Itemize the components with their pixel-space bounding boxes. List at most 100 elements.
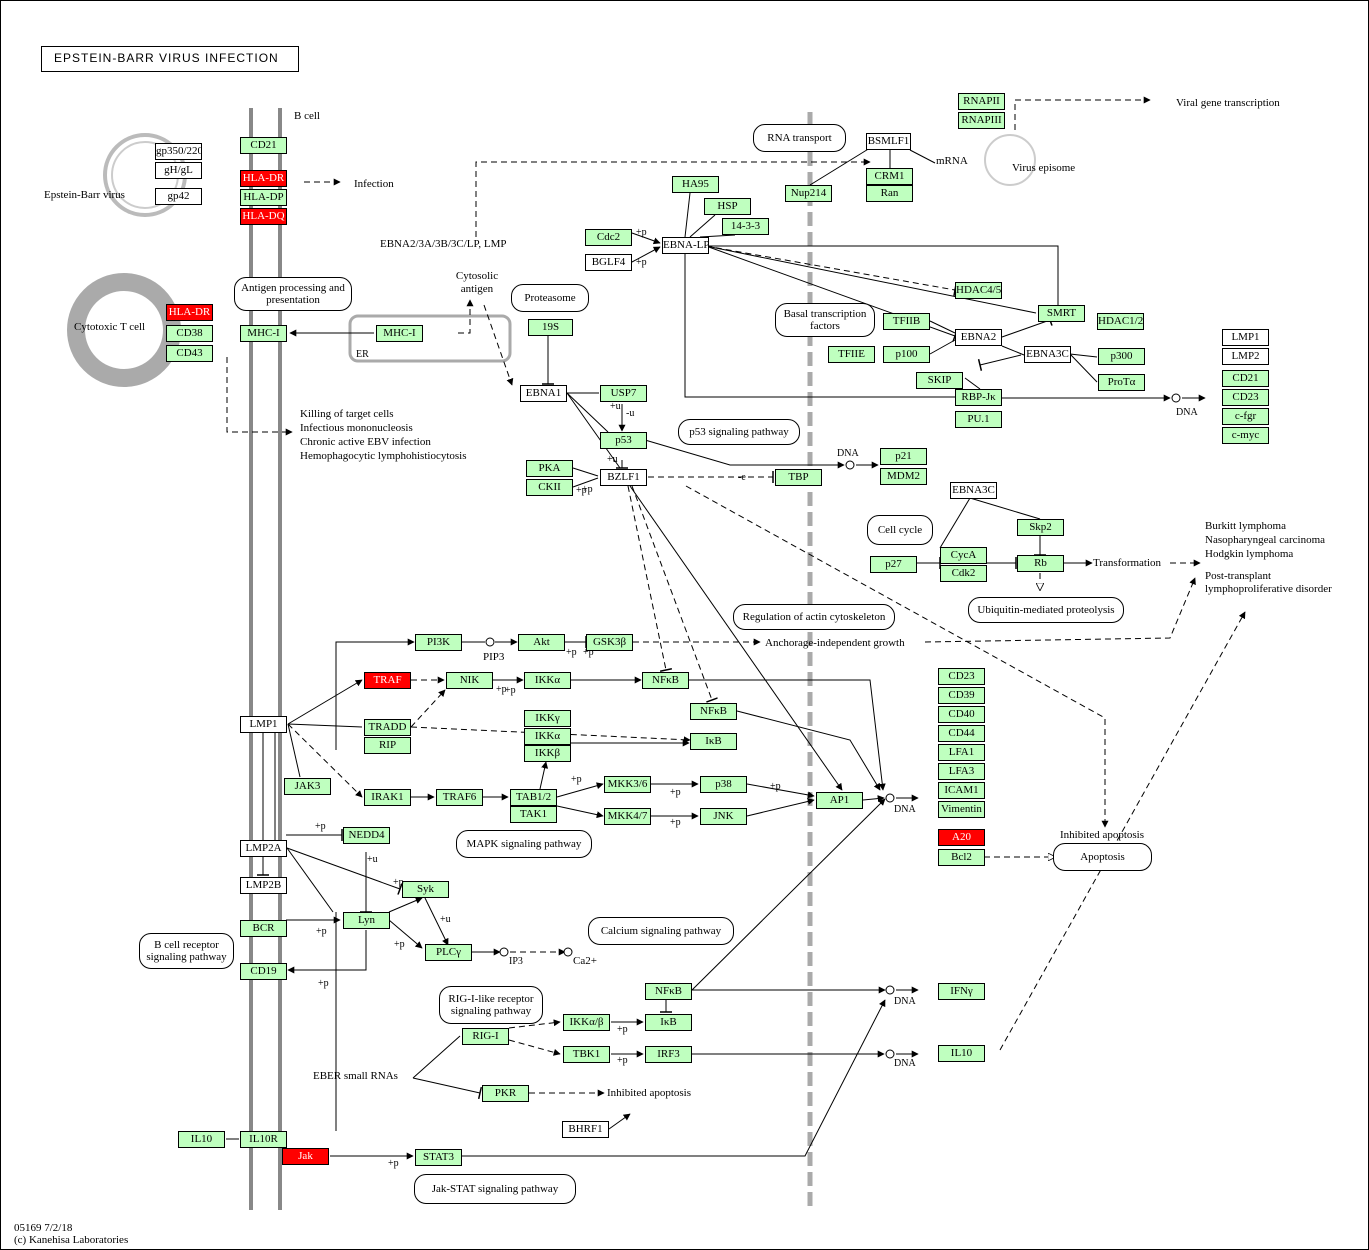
gene-node-smrt[interactable]: SMRT (1038, 305, 1085, 322)
gene-node-tbp[interactable]: TBP (775, 469, 822, 486)
gene-node-cd23[interactable]: CD23 (938, 668, 985, 685)
gene-node-pi3k[interactable]: PI3K (415, 634, 462, 651)
gene-node-p300[interactable]: p300 (1098, 348, 1145, 365)
gene-node-cd21[interactable]: CD21 (240, 137, 287, 154)
pathway-link-regulation-of-actin-cytoskeleton[interactable]: Regulation of actin cytoskeleton (733, 604, 895, 630)
gene-node-ckii[interactable]: CKII (526, 479, 573, 496)
pathway-link-apoptosis[interactable]: Apoptosis (1053, 843, 1152, 871)
gene-node-ebna3c[interactable]: EBNA3C (1024, 346, 1071, 363)
pathway-link-proteasome[interactable]: Proteasome (511, 284, 589, 312)
gene-node-lmp2a[interactable]: LMP2A (240, 840, 287, 857)
gene-node-prot-[interactable]: ProTα (1098, 374, 1145, 391)
gene-node-p53[interactable]: p53 (600, 432, 647, 449)
pathway-link-p53-signaling-pathway[interactable]: p53 signaling pathway (678, 419, 800, 445)
gene-node-p21[interactable]: p21 (880, 448, 927, 465)
gene-node-bcr[interactable]: BCR (240, 920, 287, 937)
gene-node-il10[interactable]: IL10 (938, 1045, 985, 1062)
gene-node-rnapii[interactable]: RNAPII (958, 93, 1005, 110)
gene-node-mdm2[interactable]: MDM2 (880, 468, 927, 485)
gene-node-nf-b[interactable]: NFκB (642, 672, 689, 689)
gene-node-cd21[interactable]: CD21 (1222, 370, 1269, 387)
gene-node-pka[interactable]: PKA (526, 460, 573, 477)
gene-node-nup214[interactable]: Nup214 (785, 185, 832, 202)
gene-node-hla-dp[interactable]: HLA-DP (240, 189, 287, 206)
gene-node-nedd4[interactable]: NEDD4 (343, 827, 390, 844)
gene-node-ebna2[interactable]: EBNA2 (955, 329, 1002, 346)
gene-node-pkr[interactable]: PKR (482, 1085, 529, 1102)
gene-node-nik[interactable]: NIK (446, 672, 493, 689)
gene-node-il10[interactable]: IL10 (178, 1131, 225, 1148)
gene-node-pu-1[interactable]: PU.1 (955, 411, 1002, 428)
gene-node-14-3-3[interactable]: 14-3-3 (722, 218, 769, 235)
gene-node-rbp-j-[interactable]: RBP-Jκ (955, 389, 1002, 406)
gene-node-cd40[interactable]: CD40 (938, 706, 985, 723)
gene-node-jak[interactable]: Jak (282, 1148, 329, 1165)
gene-node-tbk1[interactable]: TBK1 (563, 1046, 610, 1063)
gene-node-gp42[interactable]: gp42 (155, 188, 202, 205)
gene-node-ebna3c[interactable]: EBNA3C (950, 482, 997, 499)
gene-node-ebna-lp[interactable]: EBNA-LP (662, 237, 709, 254)
gene-node-cd38[interactable]: CD38 (166, 325, 213, 342)
gene-node-mhc-i[interactable]: MHC-I (376, 325, 423, 342)
gene-node-cd19[interactable]: CD19 (240, 963, 287, 980)
gene-node-cd43[interactable]: CD43 (166, 345, 213, 362)
gene-node-plc-[interactable]: PLCγ (425, 944, 472, 961)
gene-node-tfiie[interactable]: TFIIE (828, 346, 875, 363)
gene-node-p27[interactable]: p27 (870, 556, 917, 573)
gene-node-lmp1[interactable]: LMP1 (240, 716, 287, 733)
gene-node-jnk[interactable]: JNK (700, 808, 747, 825)
gene-node-rip[interactable]: RIP (364, 737, 411, 754)
gene-node-cdk2[interactable]: Cdk2 (940, 565, 987, 582)
gene-node-cd44[interactable]: CD44 (938, 725, 985, 742)
gene-node-i-b[interactable]: IκB (690, 733, 737, 750)
gene-node-gsk3-[interactable]: GSK3β (586, 634, 633, 651)
gene-node-gh-gl[interactable]: gH/gL (155, 162, 202, 179)
gene-node-traf6[interactable]: TRAF6 (436, 789, 483, 806)
gene-node-ikk-[interactable]: IKKβ (524, 745, 571, 762)
pathway-link-jak-stat-signaling-pathway[interactable]: Jak-STAT signaling pathway (414, 1174, 576, 1204)
pathway-link-calcium-signaling-pathway[interactable]: Calcium signaling pathway (588, 917, 734, 945)
gene-node-ikk-[interactable]: IKKα (524, 728, 571, 745)
gene-node-lyn[interactable]: Lyn (343, 912, 390, 929)
gene-node-lfa1[interactable]: LFA1 (938, 744, 985, 761)
pathway-link-b-cell-receptor-signaling-pathway[interactable]: B cell receptor signaling pathway (139, 933, 234, 969)
gene-node-bcl2[interactable]: Bcl2 (938, 849, 985, 866)
gene-node-nf-b[interactable]: NFκB (690, 703, 737, 720)
gene-node-usp7[interactable]: USP7 (600, 385, 647, 402)
gene-node-irak1[interactable]: IRAK1 (364, 789, 411, 806)
gene-node-bzlf1[interactable]: BZLF1 (600, 469, 647, 486)
gene-node-bsmlf1[interactable]: BSMLF1 (866, 133, 911, 150)
gene-node-mkk3-6[interactable]: MKK3/6 (604, 776, 651, 793)
gene-node-bhrf1[interactable]: BHRF1 (562, 1121, 609, 1138)
gene-node-p100[interactable]: p100 (883, 346, 930, 363)
gene-node-cd23[interactable]: CD23 (1222, 389, 1269, 406)
gene-node-irf3[interactable]: IRF3 (645, 1046, 692, 1063)
gene-node-hla-dr[interactable]: HLA-DR (166, 304, 213, 321)
gene-node-ebna1[interactable]: EBNA1 (520, 385, 567, 402)
gene-node-mkk4-7[interactable]: MKK4/7 (604, 808, 651, 825)
gene-node-ap1[interactable]: AP1 (816, 792, 863, 809)
gene-node-tak1[interactable]: TAK1 (510, 806, 557, 823)
gene-node-lfa3[interactable]: LFA3 (938, 763, 985, 780)
gene-node-a20[interactable]: A20 (938, 829, 985, 846)
gene-node-c-myc[interactable]: c-myc (1222, 427, 1269, 444)
gene-node-rb[interactable]: Rb (1017, 555, 1064, 572)
gene-node-syk[interactable]: Syk (402, 881, 449, 898)
gene-node-traf[interactable]: TRAF (364, 672, 411, 689)
gene-node-akt[interactable]: Akt (518, 634, 565, 651)
gene-node-ha95[interactable]: HA95 (672, 176, 719, 193)
gene-node-ifn-[interactable]: IFNγ (938, 983, 985, 1000)
gene-node-lmp1[interactable]: LMP1 (1222, 329, 1269, 346)
gene-node-il10r[interactable]: IL10R (240, 1131, 287, 1148)
gene-node-lmp2[interactable]: LMP2 (1222, 348, 1269, 365)
gene-node-ikk-[interactable]: IKKγ (524, 710, 571, 727)
gene-node-crm1[interactable]: CRM1 (866, 168, 913, 185)
gene-node-c-fgr[interactable]: c-fgr (1222, 408, 1269, 425)
pathway-link-rna-transport[interactable]: RNA transport (753, 124, 846, 152)
gene-node-vimentin[interactable]: Vimentin (938, 801, 985, 818)
gene-node-bglf4[interactable]: BGLF4 (585, 254, 632, 271)
gene-node-tfiib[interactable]: TFIIB (883, 313, 930, 330)
gene-node-hsp[interactable]: HSP (704, 198, 751, 215)
gene-node-ikk-[interactable]: IKKα (524, 672, 571, 689)
gene-node-hdac4-5[interactable]: HDAC4/5 (955, 282, 1002, 299)
